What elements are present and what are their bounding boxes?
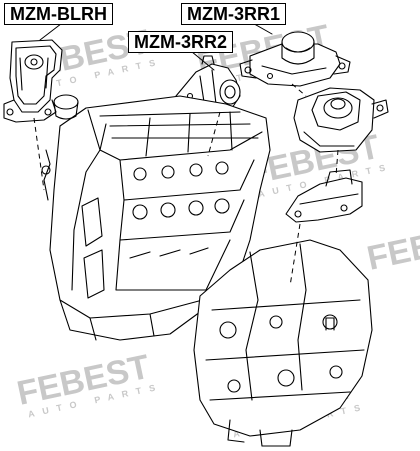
part-label-3rr1: MZM-3RR1 xyxy=(181,3,286,25)
bracket-right xyxy=(285,169,363,223)
oil-filler xyxy=(41,94,79,201)
mount-transmission-right xyxy=(293,87,389,153)
watermark-5: FEBEST AUTO PARTS xyxy=(14,348,164,420)
transmission xyxy=(193,239,373,447)
watermark-4: FEBEST xyxy=(364,213,420,278)
dashed-guides xyxy=(33,83,339,287)
mount-3rr1 xyxy=(239,31,351,87)
watermark-brand: FEBEST xyxy=(364,213,420,278)
mount-blrh xyxy=(3,39,63,123)
part-label-blrh: MZM-BLRH xyxy=(4,3,113,25)
part-label-3rr2: MZM-3RR2 xyxy=(128,31,233,53)
engine-block xyxy=(49,95,271,341)
